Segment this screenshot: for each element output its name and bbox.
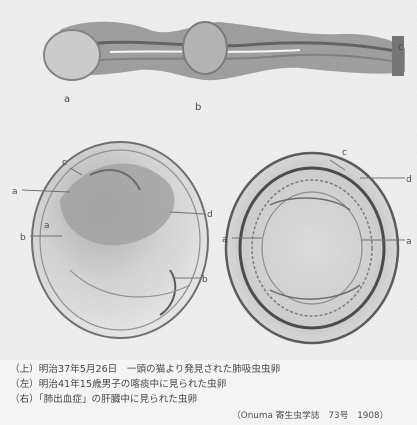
caption-right: （右）「肺出血症」の肝臓中に見られた虫卵 (10, 392, 410, 407)
caption-left: （左）明治41年15歳男子の喀痰中に見られた虫卵 (10, 377, 410, 392)
caption-block: （上）明治37年5月26日 一頭の猫より発見された肺吸虫虫卵 （左）明治41年1… (10, 362, 410, 407)
source-citation: （Onuma 寄生虫学誌 73号 1908） (232, 408, 388, 421)
parasite-egg-figure: a b c c a d b a b (0, 0, 417, 360)
caption-top: （上）明治37年5月26日 一頭の猫より発見された肺吸虫虫卵 (10, 362, 410, 377)
